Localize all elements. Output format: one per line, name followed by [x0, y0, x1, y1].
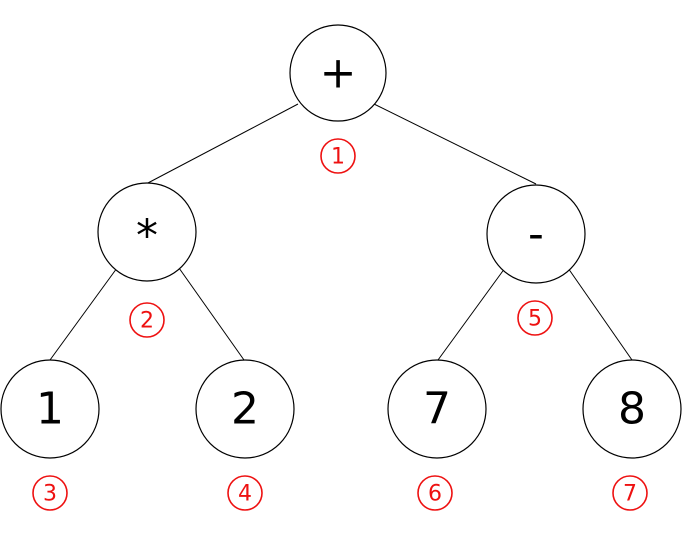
- edge-mul-2: [178, 267, 245, 361]
- svg-text:5: 5: [528, 307, 542, 332]
- tree-node-2: 2: [195, 359, 295, 459]
- node-label: 8: [618, 384, 646, 435]
- tree-node-plus: +: [289, 24, 387, 122]
- edge-mul-1: [49, 267, 118, 361]
- order-marker-6: 6: [417, 475, 453, 511]
- node-label: 2: [231, 384, 259, 435]
- order-marker-2: 2: [129, 302, 165, 338]
- svg-text:4: 4: [238, 482, 252, 507]
- edge-root-mul: [145, 103, 299, 185]
- order-marker-1: 1: [320, 138, 356, 174]
- tree-node-multiply: *: [97, 182, 197, 282]
- svg-text:2: 2: [140, 309, 154, 334]
- svg-text:3: 3: [43, 482, 57, 507]
- edge-root-sub: [373, 103, 537, 185]
- node-label: +: [320, 48, 357, 99]
- svg-text:1: 1: [331, 145, 345, 170]
- svg-text:7: 7: [623, 482, 637, 507]
- node-label: 7: [423, 384, 451, 435]
- tree-node-minus: -: [486, 184, 586, 284]
- tree-edges: [49, 103, 633, 361]
- order-marker-4: 4: [227, 475, 263, 511]
- order-marker-3: 3: [32, 475, 68, 511]
- order-marker-5: 5: [517, 300, 553, 336]
- edge-sub-7: [437, 267, 506, 361]
- svg-text:6: 6: [428, 482, 442, 507]
- order-marker-7: 7: [612, 475, 648, 511]
- node-label: *: [136, 211, 158, 262]
- tree-node-8: 8: [582, 359, 682, 459]
- tree-node-1: 1: [0, 359, 100, 459]
- node-label: -: [528, 209, 544, 260]
- edge-sub-8: [567, 267, 633, 361]
- node-label: 1: [36, 384, 64, 435]
- tree-node-7: 7: [387, 359, 487, 459]
